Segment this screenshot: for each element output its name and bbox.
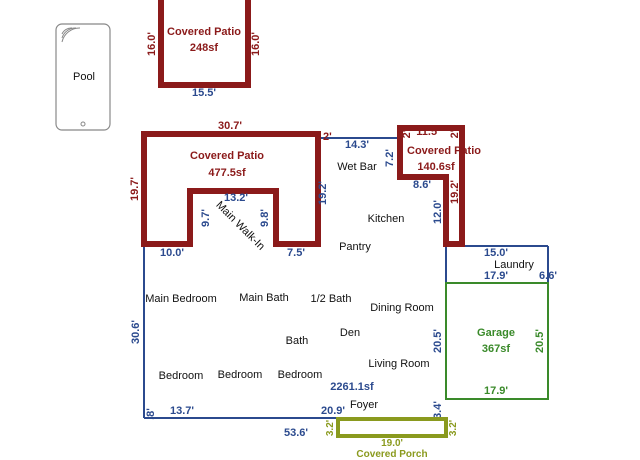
covered-patio-top: Covered Patio 248sf 16.0' 16.0' 15.5' bbox=[146, 0, 262, 99]
patio-top-dim-left: 16.0' bbox=[146, 32, 158, 56]
room-labels: Wet Bar Main Walk-In Kitchen Pantry Laun… bbox=[145, 161, 534, 411]
patio-main-area: 477.5sf bbox=[208, 167, 246, 179]
house-dim-bottom-corner: .8' bbox=[145, 408, 157, 420]
patio-main-dim-corner: 2' bbox=[323, 131, 332, 143]
pool: Pool bbox=[55, 23, 111, 131]
porch-outline bbox=[336, 417, 448, 438]
room-kitchen: Kitchen bbox=[368, 213, 405, 225]
room-foyer: Foyer bbox=[350, 399, 378, 411]
room-bedroom-2: Bedroom bbox=[218, 369, 263, 381]
patio-right-dim-inner: 8.6' bbox=[413, 179, 431, 191]
room-bedroom-3: Bedroom bbox=[278, 369, 323, 381]
house-area: 2261.1sf bbox=[330, 381, 374, 393]
covered-patio-right: Covered Patio 140.6sf 11.5' 2' 2' 7.2' 8… bbox=[384, 125, 481, 247]
patio-right-dim-small-left: 2' bbox=[401, 129, 413, 138]
patio-main-outline bbox=[141, 131, 321, 247]
house-dim-bottom-left: 13.7' bbox=[170, 405, 194, 417]
room-laundry: Laundry bbox=[494, 259, 534, 271]
patio-top-outline bbox=[158, 0, 251, 88]
patio-main-label: Covered Patio bbox=[190, 150, 264, 162]
patio-main-dim-right: 19.2' bbox=[317, 181, 329, 205]
covered-porch: 19.0' Covered Porch 3.2' 3.2' bbox=[325, 417, 459, 460]
room-bath: Bath bbox=[286, 335, 309, 347]
patio-right-dim-left: 7.2' bbox=[384, 149, 396, 167]
house-dimensions: 14.3' 30.6' 53.6' 13.7' 20.9' .8' 15.0' … bbox=[130, 139, 557, 439]
patio-top-label: Covered Patio bbox=[167, 26, 241, 38]
pool-outline bbox=[55, 23, 111, 131]
porch-label: Covered Porch bbox=[356, 449, 427, 460]
house-dim-foyer-right: 3.4' bbox=[432, 401, 444, 419]
patio-main-dim-inner-top: 13.2' bbox=[224, 192, 248, 204]
patio-right-outline bbox=[397, 125, 465, 247]
covered-patio-main: Covered Patio 477.5sf 30.7' 2' 19.7' 13.… bbox=[129, 120, 332, 259]
garage-area: 367sf bbox=[482, 343, 510, 355]
patio-right-label: Covered Patio bbox=[407, 145, 481, 157]
patio-top-dim-bottom: 15.5' bbox=[192, 87, 216, 99]
room-pantry: Pantry bbox=[339, 241, 371, 253]
house-dim-laundry-bottom: 17.9' bbox=[484, 270, 508, 282]
porch-dim-right: 3.2' bbox=[448, 420, 459, 436]
patio-right-dim-inner-right: 12.0' bbox=[432, 200, 444, 224]
patio-right-dim-small-right: 2' bbox=[449, 129, 461, 138]
porch-dim-left: 3.2' bbox=[325, 420, 336, 436]
porch-dim-top: 19.0' bbox=[381, 438, 403, 449]
house-dim-bottom: 53.6' bbox=[284, 427, 308, 439]
patio-main-dim-top: 30.7' bbox=[218, 120, 242, 132]
pool-label: Pool bbox=[73, 71, 95, 83]
room-main-bath: Main Bath bbox=[239, 292, 289, 304]
garage-dim-right: 20.5' bbox=[534, 329, 546, 353]
garage: Garage 367sf 20.5' 17.9' bbox=[445, 282, 549, 400]
house-dim-left: 30.6' bbox=[130, 320, 142, 344]
patio-main-dim-inner-left: 9.7' bbox=[200, 209, 212, 227]
house-dim-laundry-right: 6.6' bbox=[539, 270, 557, 282]
room-main-bedroom: Main Bedroom bbox=[145, 293, 217, 305]
room-living-room: Living Room bbox=[368, 358, 429, 370]
room-dining-room: Dining Room bbox=[370, 302, 434, 314]
room-den: Den bbox=[340, 327, 360, 339]
patio-right-area: 140.6sf bbox=[417, 161, 455, 173]
patio-main-dim-bottom-left: 10.0' bbox=[160, 247, 184, 259]
patio-right-dim-right: 19.2' bbox=[449, 180, 461, 204]
patio-main-dim-bottom-right: 7.5' bbox=[287, 247, 305, 259]
room-wet-bar: Wet Bar bbox=[337, 161, 377, 173]
house-dim-top-mid: 14.3' bbox=[345, 139, 369, 151]
house-dim-bottom-right: 20.9' bbox=[321, 405, 345, 417]
garage-dim-bottom: 17.9' bbox=[484, 385, 508, 397]
patio-right-dim-top: 11.5' bbox=[416, 126, 440, 138]
patio-main-dim-inner-right: 9.8' bbox=[259, 209, 271, 227]
pool-icon bbox=[61, 27, 86, 127]
patio-top-dim-right: 16.0' bbox=[250, 32, 262, 56]
room-bedroom-1: Bedroom bbox=[159, 370, 204, 382]
garage-label: Garage bbox=[477, 327, 515, 339]
patio-top-area: 248sf bbox=[190, 42, 218, 54]
patio-main-dim-left: 19.7' bbox=[129, 177, 141, 201]
garage-outline bbox=[445, 282, 549, 400]
house-dim-garage-left: 20.5' bbox=[432, 329, 444, 353]
house-dim-laundry-top: 15.0' bbox=[484, 247, 508, 259]
room-half-bath: 1/2 Bath bbox=[311, 293, 352, 305]
